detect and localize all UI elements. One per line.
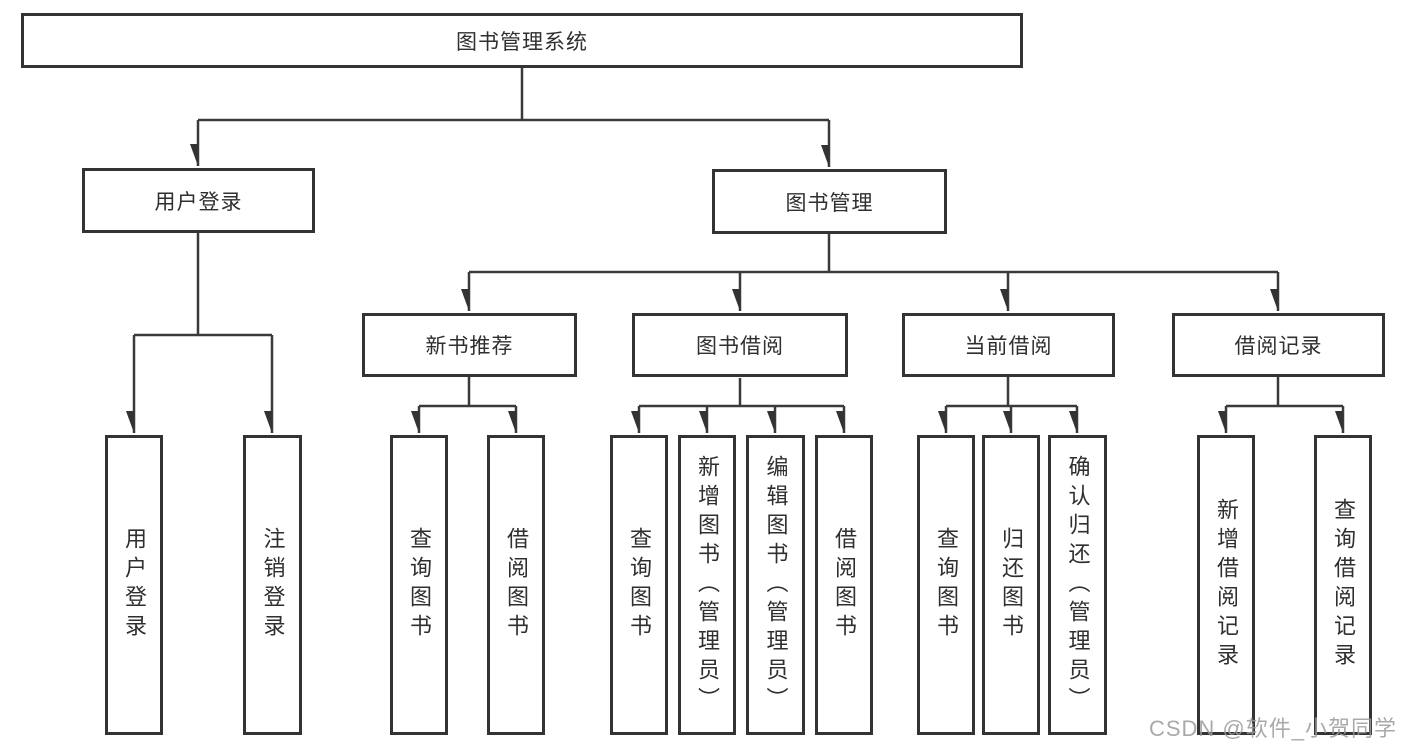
leaf-borrow-books-recommend: 借阅图书 xyxy=(487,435,545,735)
leaf-logout: 注销登录 xyxy=(243,435,302,735)
leaf-return-books: 归还图书 xyxy=(982,435,1040,735)
leaf-query-books-borrow: 查询图书 xyxy=(610,435,668,735)
csdn-watermark: CSDN @软件_小贺同学 xyxy=(1148,716,1397,741)
leaf-query-books-current: 查询图书 xyxy=(917,435,975,735)
leaf-add-borrow-record: 新增借阅记录 xyxy=(1197,435,1255,735)
leaf-confirm-return-admin: 确认归还（管理员） xyxy=(1048,435,1107,735)
node-current-borrow: 当前借阅 xyxy=(902,313,1115,377)
node-book-borrow: 图书借阅 xyxy=(632,313,848,377)
leaf-query-borrow-record: 查询借阅记录 xyxy=(1314,435,1372,735)
leaf-add-books-admin: 新增图书（管理员） xyxy=(678,435,736,735)
node-library-management-system: 图书管理系统 xyxy=(21,13,1023,68)
leaf-user-login: 用户登录 xyxy=(105,435,163,735)
leaf-borrow-books: 借阅图书 xyxy=(815,435,873,735)
node-book-management: 图书管理 xyxy=(712,169,947,234)
node-user-login: 用户登录 xyxy=(82,168,315,233)
leaf-edit-books-admin: 编辑图书（管理员） xyxy=(746,435,805,735)
node-new-book-recommend: 新书推荐 xyxy=(362,313,577,377)
leaf-query-books-recommend: 查询图书 xyxy=(390,435,448,735)
node-borrow-records: 借阅记录 xyxy=(1172,313,1385,377)
